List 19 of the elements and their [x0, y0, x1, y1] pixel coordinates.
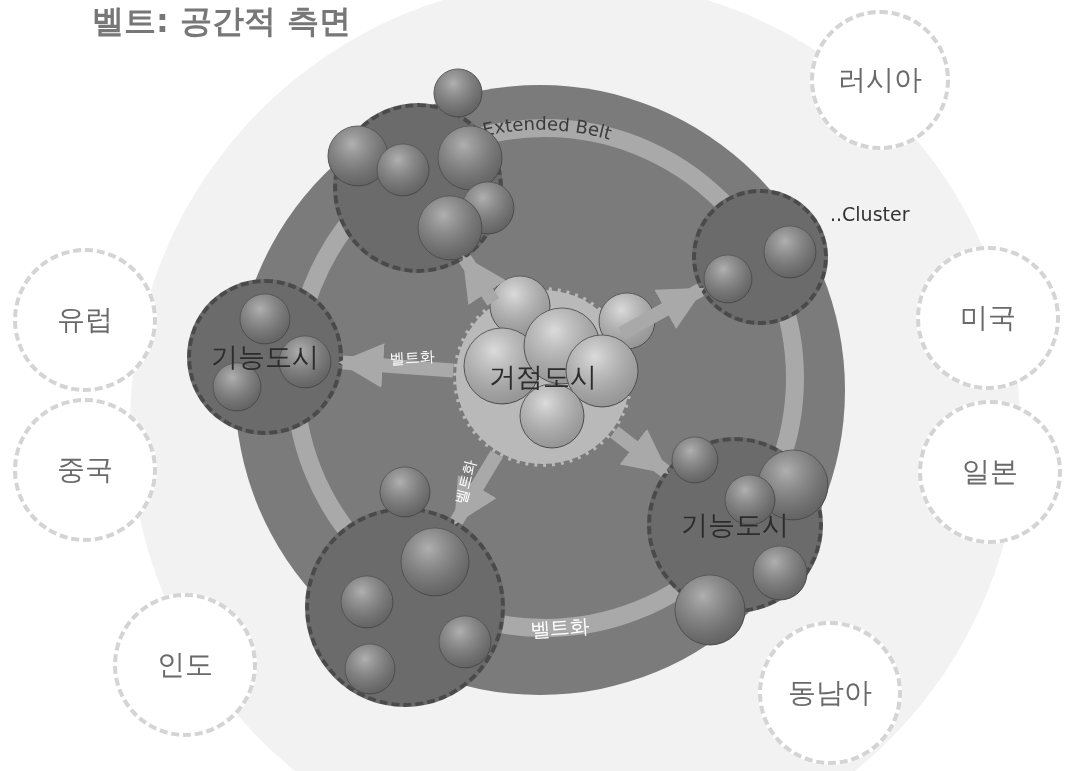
edge-label: 벨트화: [389, 347, 435, 369]
region-name: 동남아: [787, 675, 873, 711]
region-name: 인도: [156, 647, 214, 683]
region-name: 러시아: [837, 62, 923, 98]
city-name: 기능도시: [210, 340, 320, 374]
arrow: [610, 426, 670, 477]
arrow: [450, 450, 503, 526]
city-name: 기능도시: [680, 508, 790, 542]
title: 벨트: 공간적 측면: [92, 1, 352, 42]
ring-label: Extended Belt: [480, 112, 615, 144]
region-name: 유럽: [56, 302, 114, 338]
arrow: [459, 255, 506, 306]
region-name: 일본: [961, 454, 1019, 490]
edge-label: 벨트화: [451, 457, 481, 507]
side-label: ..Cluster: [830, 203, 910, 225]
region-name: 중국: [56, 452, 114, 488]
city-name: 거점도시: [488, 360, 598, 394]
ring-label: 벨트화: [529, 612, 591, 644]
region-name: 미국: [959, 300, 1017, 336]
